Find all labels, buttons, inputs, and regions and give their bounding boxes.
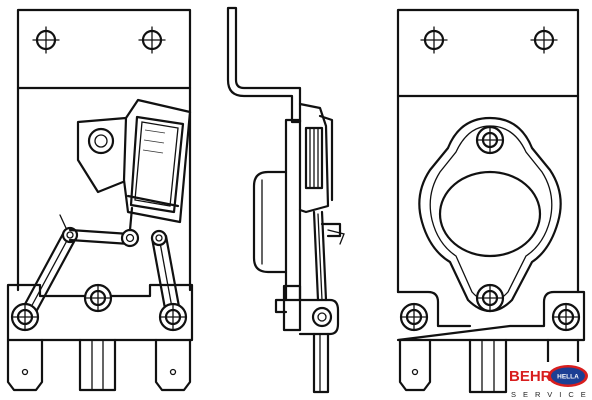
rear-mount-hole-right [530, 26, 558, 54]
rear-pivot-left [399, 302, 429, 332]
front-view [6, 8, 194, 392]
rear-terminal-left [398, 338, 432, 392]
side-mounting-tab [226, 6, 302, 124]
front-terminal-left [6, 338, 44, 392]
front-terminal-bar [6, 283, 194, 342]
rear-terminal-center [468, 338, 508, 394]
side-terminal-leg [312, 332, 330, 394]
rear-flange-hole-bottom [475, 283, 505, 313]
logo-brand-behr: BEHR [509, 368, 552, 385]
side-contact-blade [312, 210, 345, 302]
rear-body-outline [396, 94, 580, 294]
behr-hella-logo: BEHR HELLA SERVICE [508, 362, 592, 400]
rear-mount-hole-left [420, 26, 448, 54]
front-mount-hole-right [138, 26, 166, 54]
front-linkage-center [68, 206, 140, 248]
front-pivot-left [10, 302, 40, 332]
front-mount-hole-left [32, 26, 60, 54]
front-terminal-center [78, 338, 117, 392]
front-actuator-bracket [76, 98, 192, 224]
rear-pivot-right [551, 302, 581, 332]
side-view [226, 6, 345, 394]
side-backing-plate [284, 118, 302, 302]
front-pivot-center [83, 283, 113, 313]
logo-tagline: SERVICE [511, 390, 592, 399]
side-lower-clamp [282, 284, 340, 336]
front-linkage-right [150, 229, 182, 316]
rear-flange-hole-top [475, 125, 505, 155]
front-linkage-left [22, 214, 79, 314]
side-coil-stack [298, 102, 334, 214]
front-pivot-right [158, 302, 188, 332]
front-terminal-right [154, 338, 192, 392]
logo-brand-hella: HELLA [557, 374, 579, 381]
rear-mounting-plate [396, 8, 580, 98]
rear-view [396, 8, 586, 394]
rear-terminal-bar [396, 290, 586, 342]
rear-flange-bore [438, 170, 542, 258]
side-dome-housing [252, 170, 288, 274]
hella-badge-icon: HELLA [548, 365, 588, 387]
